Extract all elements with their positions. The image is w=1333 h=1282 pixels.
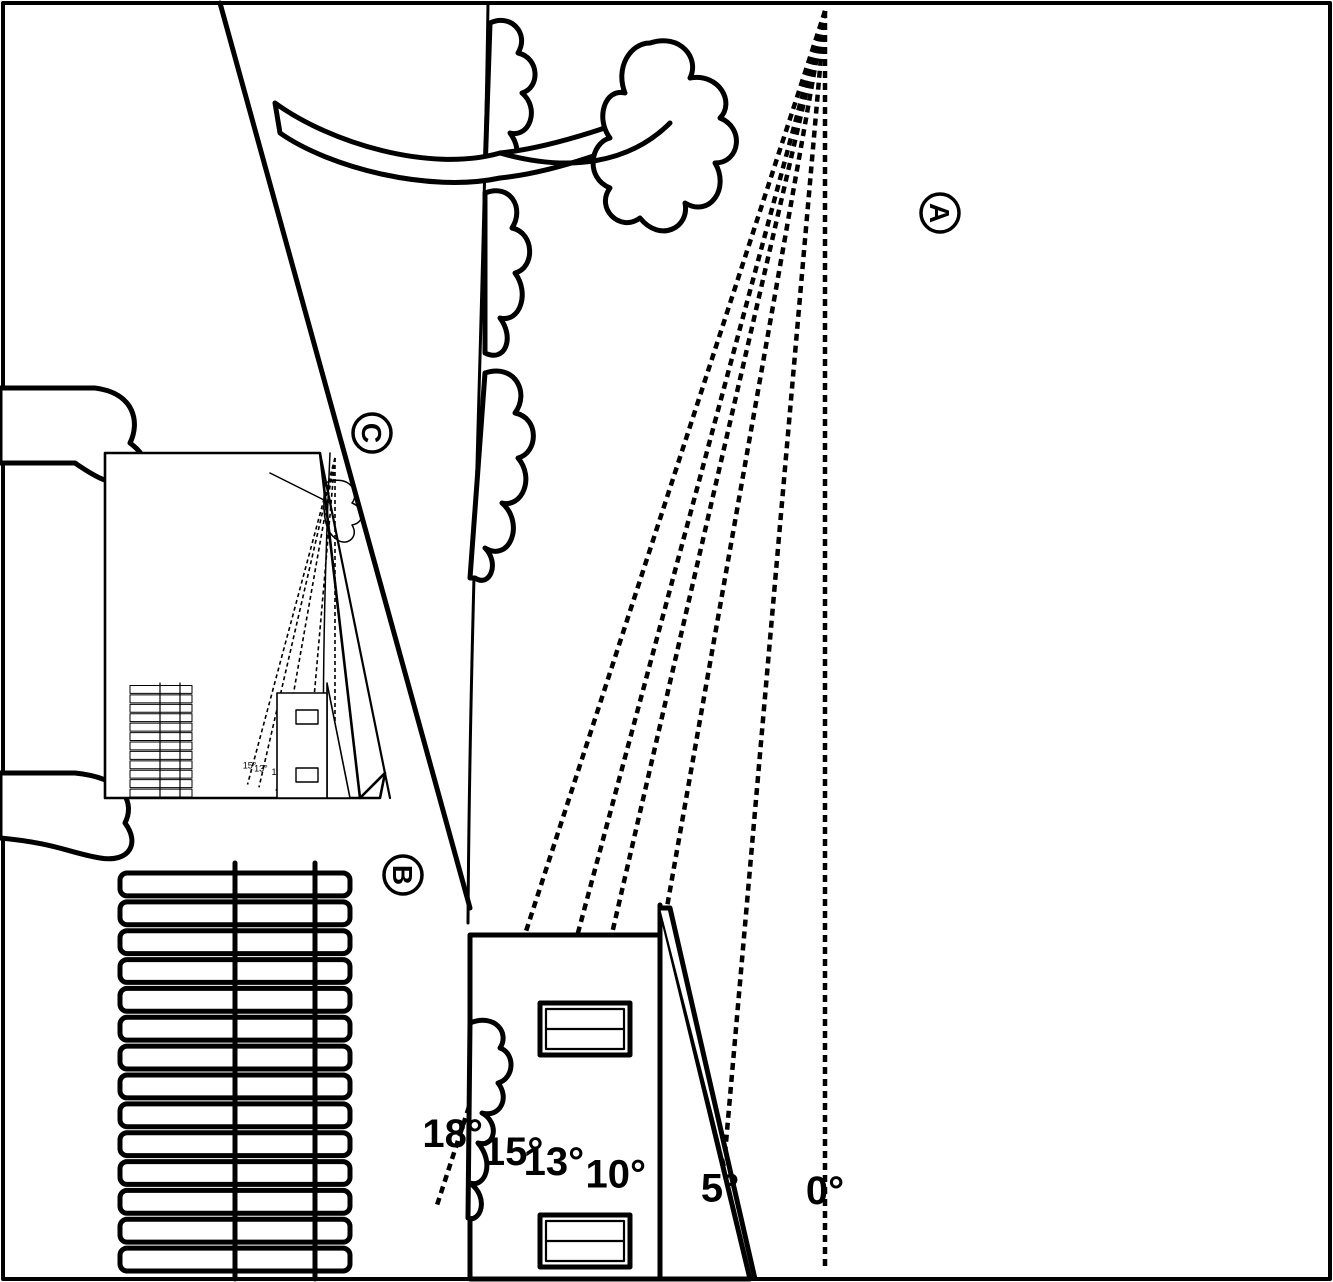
house-window-right — [540, 1215, 630, 1267]
mini-fence-board — [130, 780, 192, 788]
mini-fence-board — [130, 761, 192, 769]
mini-fence-board — [130, 742, 192, 750]
angle-label-0deg: 0° — [806, 1169, 844, 1213]
picket-fence — [120, 863, 350, 1279]
svg-text:A: A — [924, 203, 955, 223]
angle-label-5deg: 5° — [701, 1166, 739, 1210]
mini-fence-board — [130, 723, 192, 731]
house-window-left — [540, 1003, 630, 1055]
card-tab — [360, 773, 385, 798]
house-roof — [660, 905, 750, 1279]
callout-a: A — [921, 194, 959, 232]
angle-label-15deg: 15° — [483, 1130, 544, 1174]
svg-text:B: B — [387, 865, 418, 885]
angle-line-5deg — [716, 11, 825, 1261]
house — [468, 905, 755, 1279]
callout-b: B — [384, 856, 422, 894]
mini-fence — [130, 683, 192, 798]
background-bushes — [470, 20, 535, 580]
mini-fence-board — [130, 695, 192, 703]
mini-fence-board — [130, 714, 192, 722]
mini-angle-label-15deg: 15° — [243, 760, 257, 770]
mini-fence-board — [130, 751, 192, 759]
mini-fence-board — [130, 789, 192, 797]
mini-fence-board — [130, 686, 192, 694]
mini-fence-board — [130, 770, 192, 778]
tree-canopy — [593, 41, 736, 231]
angle-label-18deg: 18° — [422, 1112, 483, 1156]
callout-c: C — [353, 414, 391, 452]
comparison-card: 0°5°10°13°15° — [105, 453, 390, 798]
mini-fence-board — [130, 733, 192, 741]
mini-fence-board — [130, 704, 192, 712]
angle-label-10deg: 10° — [586, 1153, 647, 1197]
svg-text:C: C — [356, 423, 387, 443]
rotated-scene: 0°5°10°13°15° A B — [0, 3, 959, 1279]
